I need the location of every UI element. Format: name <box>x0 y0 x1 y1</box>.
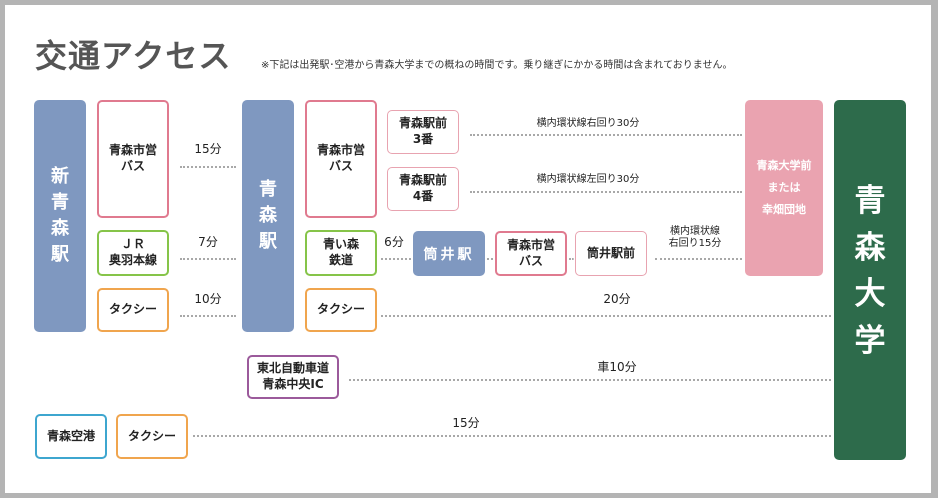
line-label-part: 横内環状線 <box>669 226 720 237</box>
mode-label: 青森市営 <box>506 237 555 252</box>
ic-label: 東北自動車道 <box>256 361 329 376</box>
time-label: 20分 <box>603 292 631 306</box>
mode-label: バス <box>120 159 145 173</box>
dotted-connector <box>193 435 831 437</box>
mode-label: ＪＲ <box>120 237 145 252</box>
tsutsui-bus-box: 青森市営 バス <box>495 231 567 276</box>
aomori-station: 青 森 駅 <box>242 100 294 332</box>
station-char: 駅 <box>51 244 69 266</box>
taxi-box: タクシー <box>97 288 169 332</box>
bus-stop-4-box: 青森駅前 4番 <box>387 167 459 211</box>
stop-label: 3番 <box>412 132 434 146</box>
mode-label: 奥羽本線 <box>108 253 157 267</box>
station-char: 駅 <box>259 231 277 253</box>
station-char: 森 <box>259 204 277 226</box>
university-char: 森 <box>854 229 886 266</box>
dotted-connector <box>349 379 831 381</box>
tsutsui-stop-box: 筒井駅前 <box>575 231 647 276</box>
highway-ic-box: 東北自動車道 青森中央IC <box>247 355 339 399</box>
time-label: 10分 <box>194 292 222 306</box>
city-bus-box: 青森市営 バス <box>305 100 377 218</box>
aomori-university: 青 森 大 学 <box>834 100 906 460</box>
station-char: 森 <box>51 218 69 239</box>
dotted-connector <box>470 134 742 136</box>
shin-aomori-station: 新 青 森 駅 <box>34 100 86 332</box>
taxi-box: タクシー <box>305 288 377 332</box>
dotted-connector <box>180 258 236 260</box>
stop-label: 4番 <box>412 189 434 203</box>
ic-label: 青森中央IC <box>262 377 324 391</box>
station-char: 青 <box>51 191 69 213</box>
dotted-connector <box>180 315 236 317</box>
time-label: 車10分 <box>597 360 637 374</box>
line-label-part: 右回り15分 <box>668 237 722 249</box>
airport-box: 青森空港 <box>35 414 107 459</box>
dotted-connector <box>487 258 493 260</box>
stop-label: 青森駅前 <box>398 173 447 188</box>
time-label: 6分 <box>384 235 404 249</box>
mode-label: タクシー <box>127 428 176 443</box>
mode-label: 青森市営 <box>108 143 157 158</box>
stop-label: 青森駅前 <box>398 116 447 131</box>
mode-label: バス <box>328 159 353 173</box>
line-label: 横内環状線 右回り15分 <box>669 226 722 249</box>
aoimori-railway-box: 青い森 鉄道 <box>305 230 377 276</box>
university-bus-stop: 青森大学前 または 幸畑団地 <box>745 100 823 276</box>
airport-label: 青森空港 <box>46 428 95 443</box>
time-label: 7分 <box>198 235 218 249</box>
dotted-connector <box>381 315 831 317</box>
mode-label: 鉄道 <box>328 253 353 267</box>
dotted-connector <box>381 258 411 260</box>
access-card: 交通アクセス ※下記は出発駅･空港から青森大学までの概ねの時間です。乗り継ぎにか… <box>5 5 931 493</box>
stop-label: 幸畑団地 <box>762 203 806 216</box>
dotted-connector <box>655 258 742 260</box>
mode-label: タクシー <box>108 302 157 317</box>
mode-label: タクシー <box>316 302 365 317</box>
mode-label: バス <box>518 253 543 268</box>
mode-label: 青い森 <box>322 237 359 252</box>
stop-label: または <box>767 181 801 194</box>
line-label: 横内環状線右回り30分 <box>536 118 640 129</box>
dotted-connector <box>569 258 574 260</box>
university-char: 学 <box>854 322 886 359</box>
tsutsui-station: 筒井駅 <box>413 231 485 276</box>
time-note: ※下記は出発駅･空港から青森大学までの概ねの時間です。乗り継ぎにかかる時間は含ま… <box>261 60 733 71</box>
page-title: 交通アクセス <box>35 37 232 75</box>
jr-line-box: ＪＲ 奥羽本線 <box>97 230 169 276</box>
bus-stop-3-box: 青森駅前 3番 <box>387 110 459 154</box>
stop-label: 青森大学前 <box>756 159 812 172</box>
university-char: 青 <box>854 183 886 219</box>
time-label: 15分 <box>452 416 480 430</box>
mode-label: 青森市営 <box>316 143 365 158</box>
airport-taxi-box: タクシー <box>116 414 188 459</box>
city-bus-box: 青森市営 バス <box>97 100 169 218</box>
dotted-connector <box>470 191 742 193</box>
station-char: 青 <box>259 178 277 200</box>
time-label: 15分 <box>194 142 222 156</box>
university-char: 大 <box>854 276 886 312</box>
station-char: 新 <box>51 165 69 187</box>
line-label: 横内環状線左回り30分 <box>536 174 640 185</box>
dotted-connector <box>180 166 236 168</box>
stop-label: 筒井駅前 <box>586 245 635 260</box>
